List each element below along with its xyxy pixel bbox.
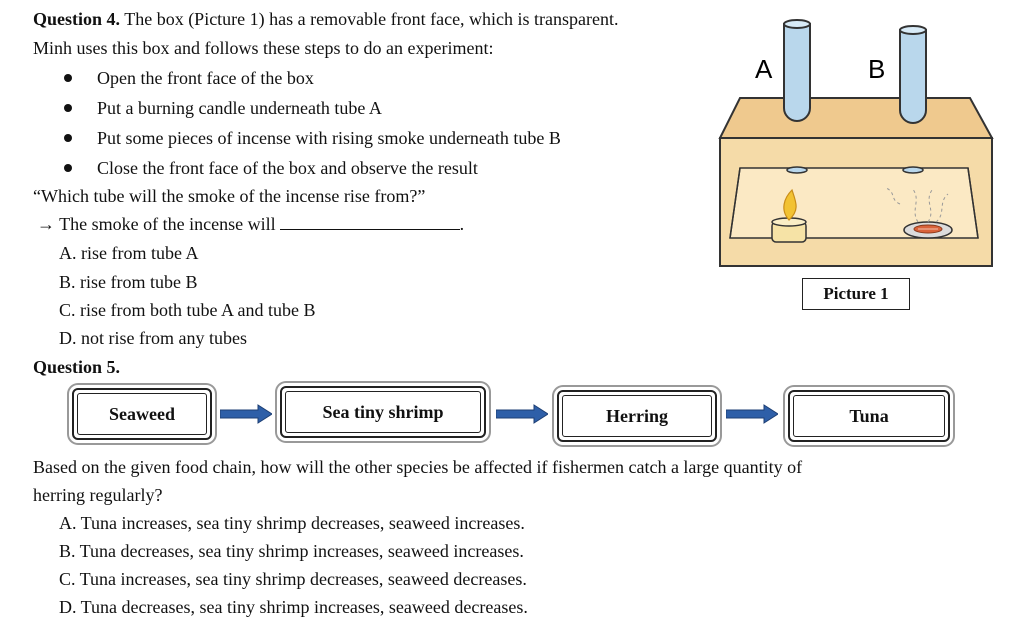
step-item: Put some pieces of incense with rising s… (97, 128, 561, 148)
option-b[interactable]: B. Tuna decreases, sea tiny shrimp incre… (59, 541, 524, 561)
q5-label: Question 5. (33, 357, 121, 377)
bullet (64, 74, 72, 82)
incense-smoke (885, 187, 949, 223)
step-item: Open the front face of the box (97, 68, 314, 88)
food-chain-label: Herring (562, 395, 712, 437)
option-d[interactable]: D. not rise from any tubes (59, 328, 247, 348)
step-item: Close the front face of the box and obse… (97, 158, 478, 178)
answer-prefix: → The smoke of the incense will (37, 214, 276, 234)
q4-intro: The box (Picture 1) has a removable fron… (124, 9, 619, 29)
option-c[interactable]: C. rise from both tube A and tube B (59, 300, 316, 320)
answer-suffix: . (459, 214, 465, 234)
bullet (64, 164, 72, 172)
option-a[interactable]: A. rise from tube A (59, 243, 199, 263)
option-b[interactable]: B. rise from tube B (59, 272, 198, 292)
experiment-box-illustration: A B (718, 19, 994, 267)
food-chain-label: Sea tiny shrimp (285, 391, 481, 433)
q4-line2: Minh uses this box and follows these ste… (33, 38, 494, 58)
tube-b (899, 25, 927, 174)
food-chain-box-shrimp: Sea tiny shrimp (280, 386, 486, 438)
food-chain-arrow (496, 404, 548, 424)
option-c[interactable]: C. Tuna increases, sea tiny shrimp decre… (59, 569, 527, 589)
bullet (64, 134, 72, 142)
answer-blank[interactable] (279, 213, 460, 230)
tube-a-label: A (755, 54, 773, 84)
incense-dish (903, 221, 953, 239)
food-chain-label: Seaweed (77, 393, 207, 435)
food-chain-box-tuna: Tuna (788, 390, 950, 442)
q4-label: Question 4. (33, 9, 121, 29)
food-chain-label: Tuna (793, 395, 945, 437)
q4-line1: Question 4. The box (Picture 1) has a re… (33, 8, 619, 30)
option-a[interactable]: A. Tuna increases, sea tiny shrimp decre… (59, 513, 525, 533)
food-chain-box-seaweed: Seaweed (72, 388, 212, 440)
step-item: Put a burning candle underneath tube A (97, 98, 382, 118)
food-chain-arrow (220, 404, 272, 424)
q4-question: “Which tube will the smoke of the incens… (33, 186, 426, 206)
tube-a (783, 19, 811, 174)
box-top-face (718, 97, 994, 139)
q5-question-line2: herring regularly? (33, 485, 163, 505)
burning-candle (771, 188, 807, 243)
food-chain-box-herring: Herring (557, 390, 717, 442)
option-d[interactable]: D. Tuna decreases, sea tiny shrimp incre… (59, 597, 528, 617)
tube-b-label: B (868, 54, 885, 84)
bullet (64, 104, 72, 112)
food-chain-arrow (726, 404, 778, 424)
q4-answer-line: → The smoke of the incense will. (37, 213, 464, 235)
picture-caption: Picture 1 (802, 278, 910, 310)
q5-question-line1: Based on the given food chain, how will … (33, 457, 803, 477)
